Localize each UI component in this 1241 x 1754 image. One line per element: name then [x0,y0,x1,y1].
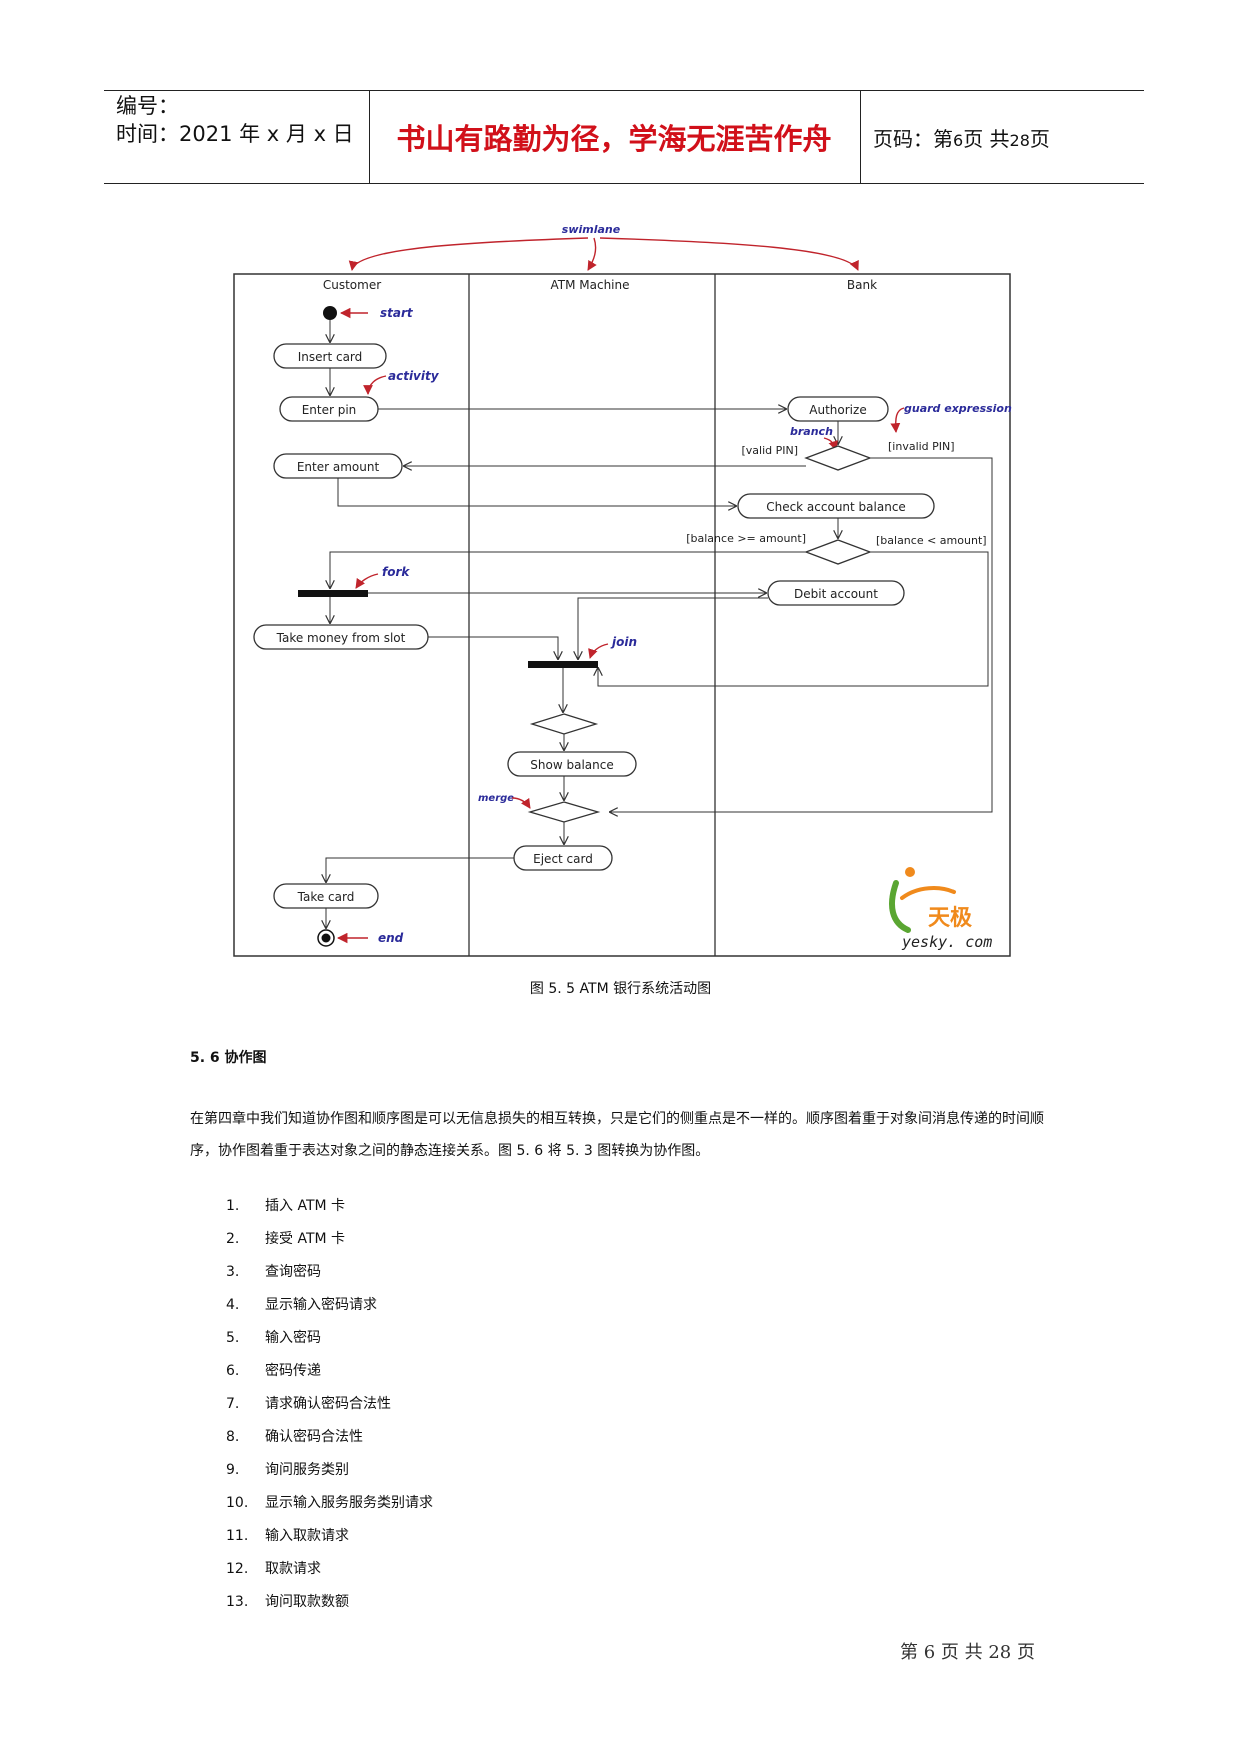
list-item: 1. 插入 ATM 卡 [190,1196,433,1229]
list-item-text: 确认密码合法性 [265,1429,363,1445]
page-prefix: 页码：第 [873,127,953,151]
list-item-text: 输入密码 [265,1330,321,1346]
list-item-number: 7. [226,1396,240,1412]
steps-list: 1.插入 ATM 卡 2.接受 ATM 卡 3.查询密码 4.显示输入密码请求 … [190,1196,433,1625]
list-item-text: 插入 ATM 卡 [265,1198,346,1214]
list-item: 9. 询问服务类别 [190,1460,433,1493]
page-footer: 第 6 页 共 28 页 [900,1642,1035,1663]
swimlane-frame [233,273,1011,957]
list-item-number: 3. [226,1264,240,1280]
list-item: 13. 询问取款数额 [190,1592,433,1625]
swimlane-annotation: swimlane [562,223,621,236]
page-mid: 页 共 [963,127,1010,151]
branch-annotation: branch [790,425,833,438]
list-item: 10. 显示输入服务服务类别请求 [190,1493,433,1526]
logo-name: 天极 [928,906,973,931]
number-label: 编号： [116,94,179,118]
end-annotation: end [378,931,404,945]
list-item-number: 6. [226,1363,240,1379]
fork-bar [298,590,368,597]
list-item-number: 11. [226,1528,249,1544]
activity-show-balance-label: Show balance [530,758,613,772]
list-item: 11. 输入取款请求 [190,1526,433,1559]
merge-node-2 [527,801,601,823]
list-item-text: 输入取款请求 [265,1528,349,1544]
yesky-logo: 天极 yesky. com [889,867,992,951]
list-item-text: 接受 ATM 卡 [265,1231,346,1247]
list-item-number: 10. [226,1495,249,1511]
figure-caption: 图 5. 5 ATM 银行系统活动图 [529,981,712,997]
activity-eject-card-label: Eject card [533,852,593,866]
list-item-text: 密码传递 [265,1363,321,1379]
header-divider-2 [860,90,861,183]
body-paragraph: 在第四章中我们知道协作图和顺序图是可以无信息损失的相互转换，只是它们的侧重点是不… [190,1111,1044,1159]
list-item-text: 查询密码 [265,1264,321,1280]
merge-node-1 [529,713,599,735]
time-label: 时间：2021 年 x 月 x 日 [116,122,354,146]
activity-check-balance-label: Check account balance [766,500,906,514]
list-item-number: 5. [226,1330,240,1346]
guard-expression-annotation: guard expression [904,402,1012,415]
atm-activity-diagram: Customer ATM Machine Bank swimlane start… [233,223,1012,957]
guard-balance-lt: [balance < amount] [876,534,987,547]
lane-bank: Bank [847,278,877,292]
lane-atm-machine: ATM Machine [550,278,629,292]
page-current: 6 [953,131,964,150]
lane-customer: Customer [323,278,381,292]
logo-site: yesky. com [901,933,992,951]
activity-debit-account-label: Debit account [794,587,878,601]
list-item: 8. 确认密码合法性 [190,1427,433,1460]
page-suffix: 页 [1029,127,1050,151]
list-item-number: 8. [226,1429,240,1445]
activity-annotation: activity [388,369,440,383]
header-divider-1 [369,90,370,183]
header-bottom-rule [104,183,1144,184]
list-item-text: 请求确认密码合法性 [265,1396,391,1412]
list-item: 2. 接受 ATM 卡 [190,1229,433,1262]
list-item: 4. 显示输入密码请求 [190,1295,433,1328]
activity-insert-card-label: Insert card [298,350,363,364]
list-item-text: 询问取款数额 [265,1594,349,1610]
activity-take-money-label: Take money from slot [276,631,406,645]
list-item-number: 13. [226,1594,249,1610]
activity-enter-amount-label: Enter amount [297,460,380,474]
activity-check-balance [737,493,935,519]
list-item-number: 2. [226,1231,240,1247]
decision-balance [804,539,872,565]
join-annotation: join [610,635,637,649]
list-item: 6. 密码传递 [190,1361,433,1394]
header-meta: 编号： 时间：2021 年 x 月 x 日 [116,92,354,148]
list-item: 7. 请求确认密码合法性 [190,1394,433,1427]
list-item: 3. 查询密码 [190,1262,433,1295]
activity-enter-pin-label: Enter pin [302,403,357,417]
merge-annotation: merge [478,793,514,804]
guard-balance-ge: [balance >= amount] [686,532,806,545]
fork-annotation: fork [382,565,410,579]
list-item-text: 显示输入密码请求 [265,1297,377,1313]
list-item-number: 9. [226,1462,240,1478]
section-title: 5. 6 协作图 [190,1050,267,1066]
activity-show-balance [507,751,637,777]
guard-valid-pin: [valid PIN] [741,444,798,457]
guard-invalid-pin: [invalid PIN] [888,440,955,453]
header-top-rule [104,90,1144,91]
header-page-info: 页码：第6页 共28页 [873,123,1050,152]
list-item-number: 1. [226,1198,240,1214]
page-total: 28 [1009,131,1030,150]
list-item-number: 4. [226,1297,240,1313]
list-item-text: 显示输入服务服务类别请求 [265,1495,433,1511]
start-node [323,306,337,320]
activity-authorize-label: Authorize [809,403,866,417]
activity-take-card-label: Take card [297,890,355,904]
join-bar [528,661,598,668]
activity-debit-account [767,580,905,606]
list-item-number: 12. [226,1561,249,1577]
start-annotation: start [380,306,414,320]
list-item: 12. 取款请求 [190,1559,433,1592]
list-item-text: 询问服务类别 [265,1462,349,1478]
list-item: 5. 输入密码 [190,1328,433,1361]
decision-authorize [804,445,872,471]
header-motto: 书山有路勤为径，学海无涯苦作舟 [396,122,832,156]
list-item-text: 取款请求 [265,1561,321,1577]
